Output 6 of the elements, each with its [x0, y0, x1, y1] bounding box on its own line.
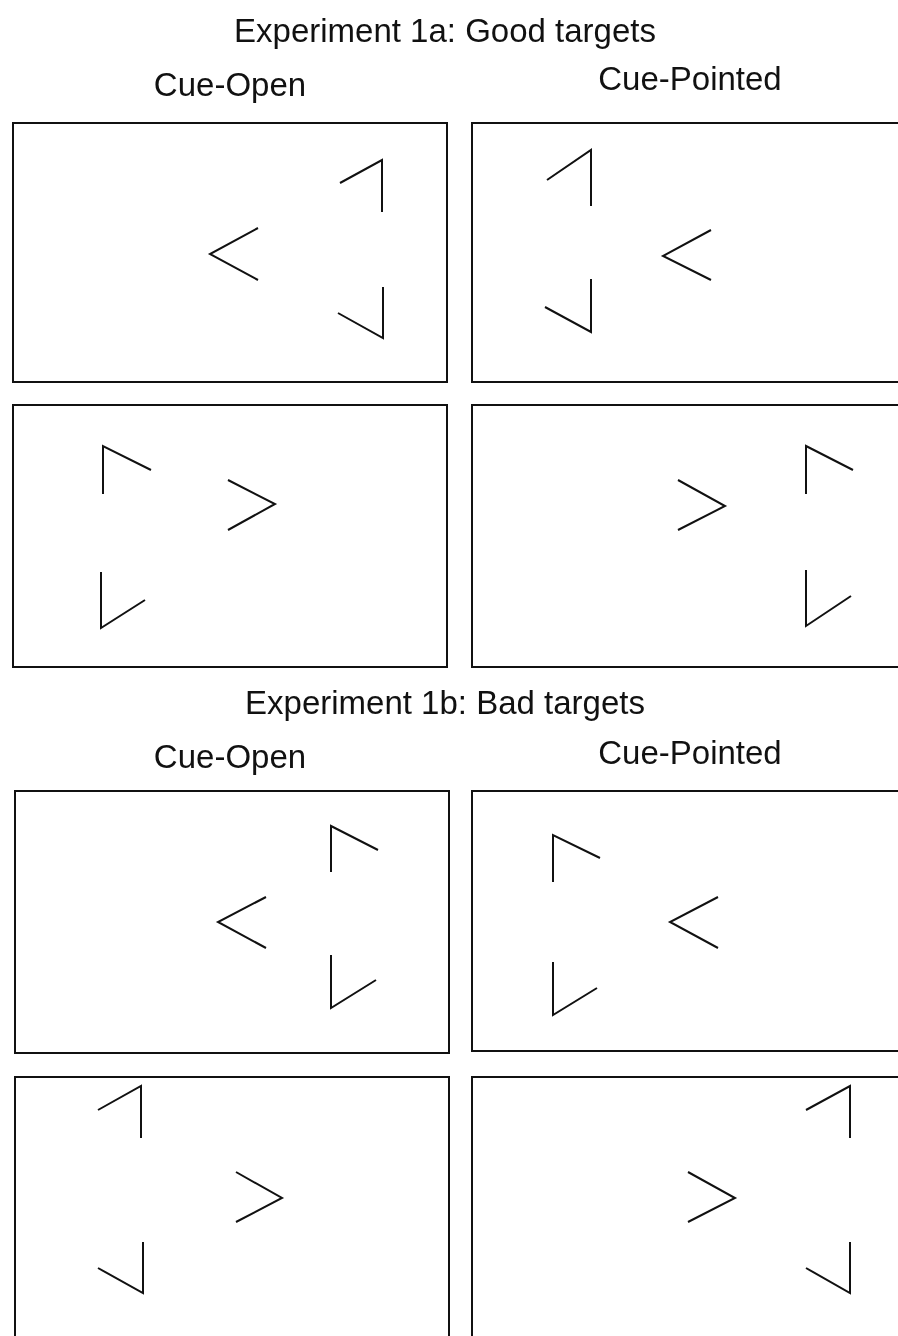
- column-heading: Cue-Open: [153, 740, 307, 773]
- column-heading: Cue-Pointed: [598, 62, 782, 95]
- column-heading: Cue-Pointed: [598, 736, 782, 769]
- experiment-heading: Experiment 1a: Good targets: [234, 14, 656, 47]
- experiment-heading: Experiment 1b: Bad targets: [245, 686, 645, 719]
- column-heading: Cue-Open: [153, 68, 307, 101]
